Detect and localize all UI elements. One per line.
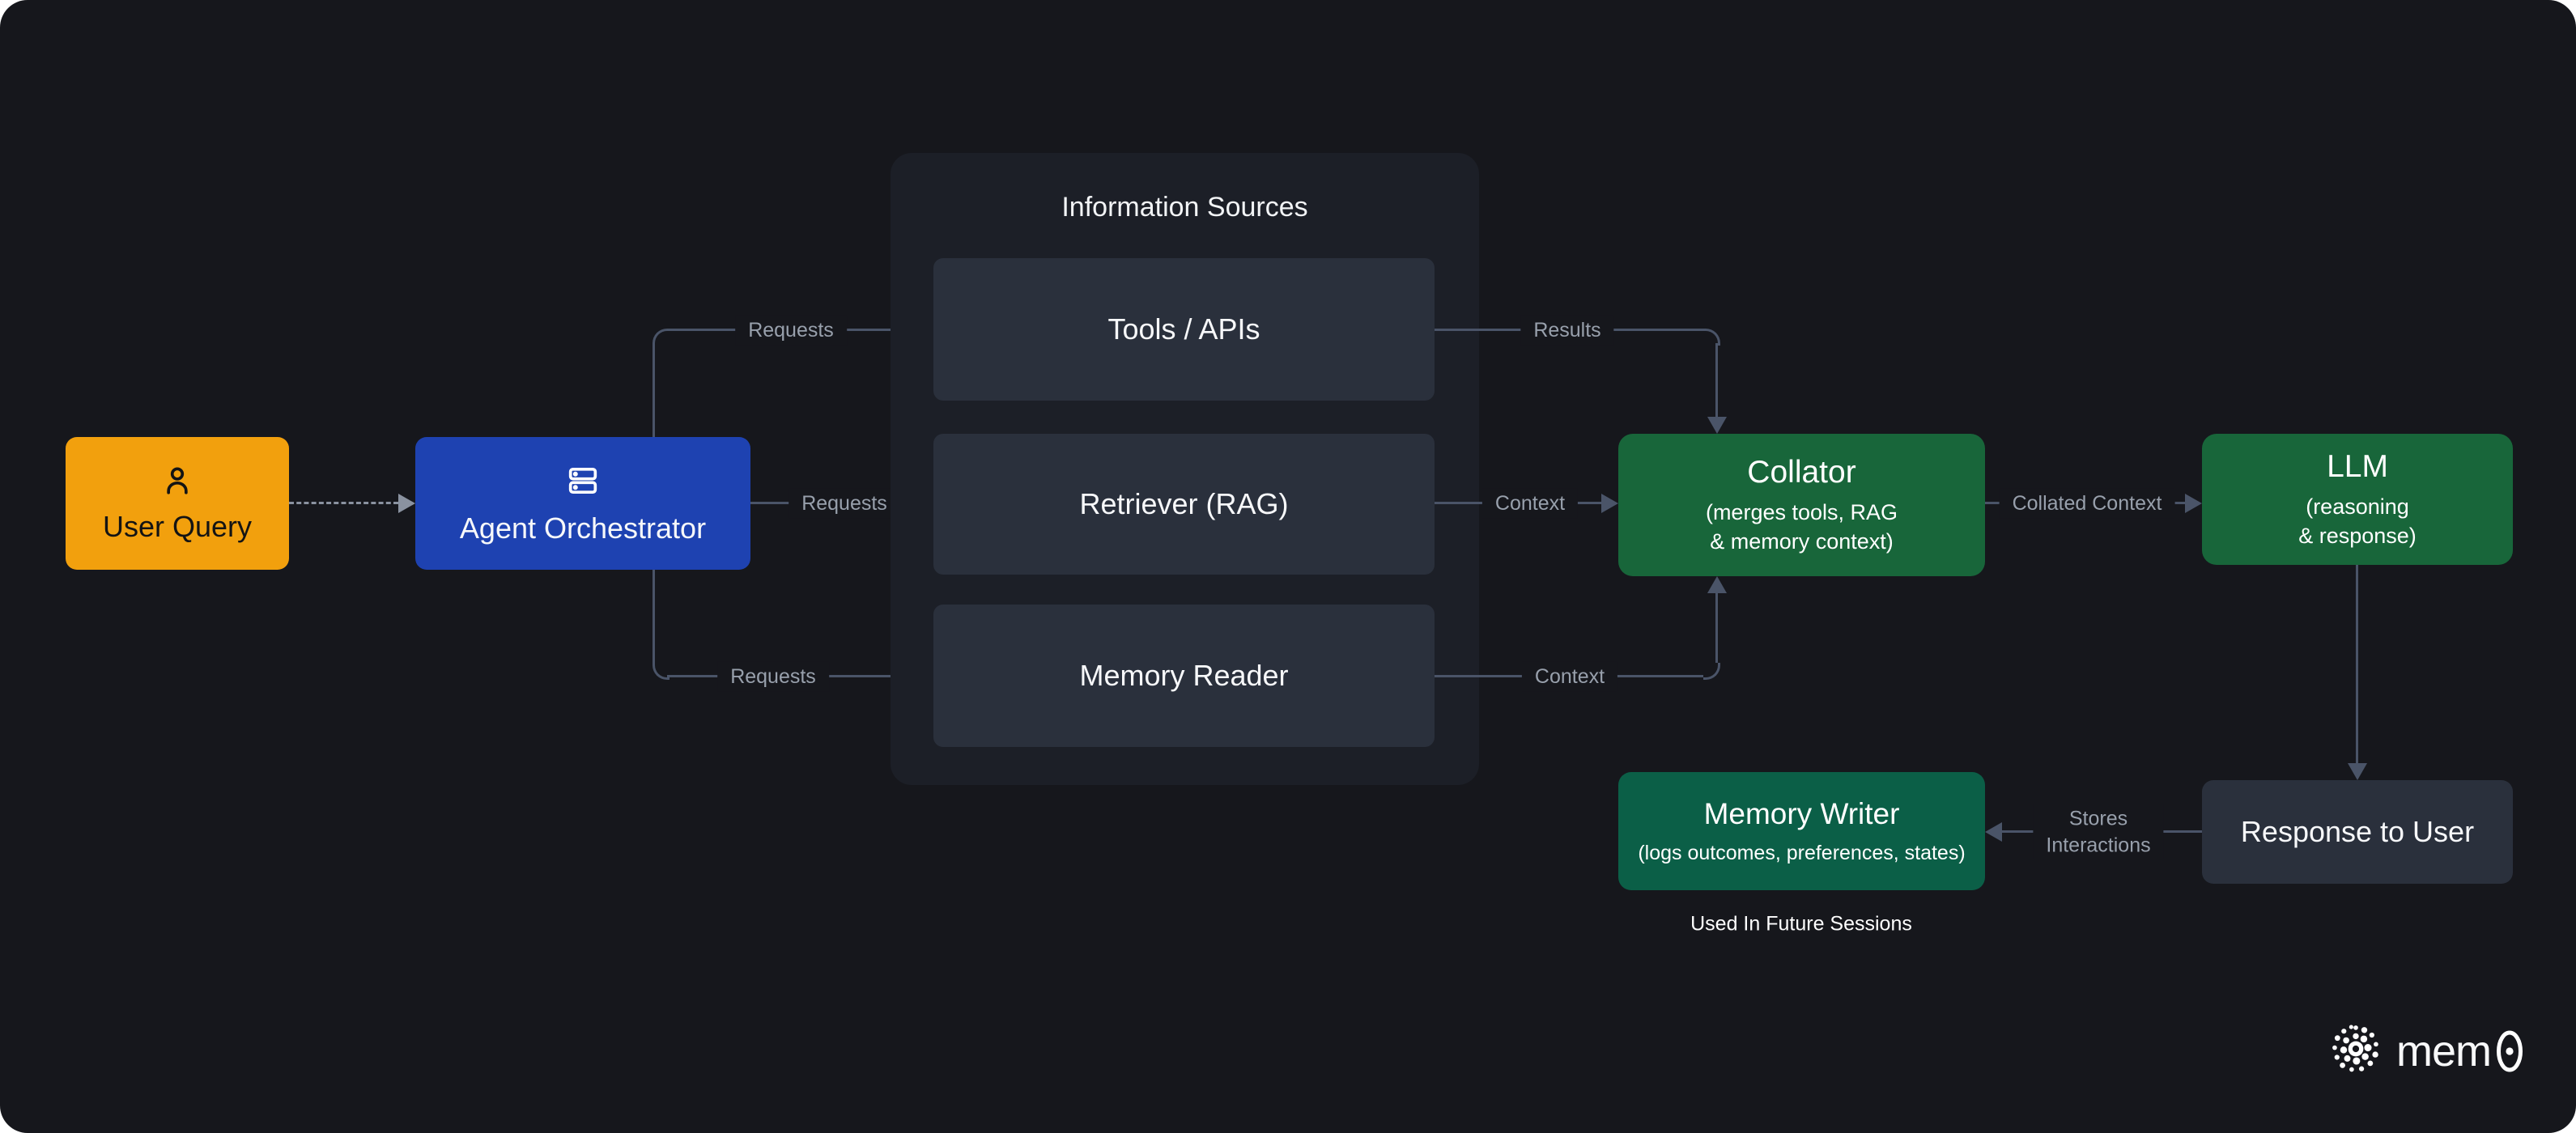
memory-writer-title: Memory Writer xyxy=(1703,796,1900,830)
retriever-rag-label: Retriever (RAG) xyxy=(1079,487,1289,521)
edge-label-context-mid: Context xyxy=(1481,488,1579,519)
user-icon xyxy=(160,464,194,502)
response-to-user-label: Response to User xyxy=(2240,815,2475,849)
collator-subtitle-line2: & memory context) xyxy=(1710,529,1894,554)
edge-context-bottom-elbow xyxy=(1703,663,1720,680)
node-llm: LLM (reasoning & response) xyxy=(2202,434,2513,565)
edge-requests-top-vertical xyxy=(653,343,655,437)
collator-subtitle: (merges tools, RAG & memory context) xyxy=(1706,498,1898,556)
edge-requests-bottom-vertical xyxy=(653,570,655,663)
collator-subtitle-line1: (merges tools, RAG xyxy=(1705,500,1898,525)
node-tools-apis: Tools / APIs xyxy=(933,258,1435,401)
edge-label-results: Results xyxy=(1520,315,1614,346)
node-collator: Collator (merges tools, RAG & memory con… xyxy=(1618,434,1985,576)
edge-context-bottom-arrowhead xyxy=(1707,576,1727,593)
edge-user-to-orchestrator xyxy=(289,502,398,504)
edge-llm-response-arrowhead xyxy=(2348,763,2367,780)
edge-label-requests-mid: Requests xyxy=(789,488,900,519)
mem0-logo: mem xyxy=(2328,1021,2525,1080)
edge-context-mid-arrowhead xyxy=(1601,494,1618,513)
edge-stores-arrowhead xyxy=(1985,822,2002,842)
edge-label-requests-bottom: Requests xyxy=(717,661,829,692)
edge-label-context-bottom: Context xyxy=(1521,661,1618,692)
llm-subtitle-line1: (reasoning xyxy=(2306,494,2409,520)
node-memory-reader: Memory Reader xyxy=(933,605,1435,747)
future-sessions-note: Used In Future Sessions xyxy=(1690,912,1912,936)
llm-subtitle-line2: & response) xyxy=(2298,524,2417,549)
edge-results-arrowhead xyxy=(1707,417,1727,434)
edge-results-vertical xyxy=(1715,343,1718,417)
edge-requests-top-elbow xyxy=(653,329,670,346)
node-user-query: User Query xyxy=(66,437,289,570)
collator-title: Collator xyxy=(1747,454,1856,490)
tools-apis-label: Tools / APIs xyxy=(1107,312,1260,346)
edge-label-stores-interactions: Stores Interactions xyxy=(2033,804,2164,860)
user-query-label: User Query xyxy=(102,509,253,543)
mem0-wordmark-prefix: mem xyxy=(2396,1026,2492,1076)
stores-label-line2: Interactions xyxy=(2046,834,2151,856)
info-sources-panel: Information Sources Tools / APIs Retriev… xyxy=(891,153,1479,785)
memory-writer-subtitle: (logs outcomes, preferences, states) xyxy=(1638,842,1966,865)
node-agent-orchestrator: Agent Orchestrator xyxy=(415,437,750,570)
mem0-logo-icon xyxy=(2328,1021,2383,1080)
llm-title: LLM xyxy=(2327,448,2388,484)
llm-subtitle: (reasoning & response) xyxy=(2298,492,2417,550)
edge-results-elbow xyxy=(1703,329,1720,346)
node-retriever-rag: Retriever (RAG) xyxy=(933,434,1435,575)
node-response-to-user: Response to User xyxy=(2202,780,2513,884)
info-sources-title: Information Sources xyxy=(1061,192,1308,223)
edge-context-bottom-vertical xyxy=(1715,593,1718,663)
edge-requests-bottom-elbow xyxy=(653,663,670,680)
server-stack-icon xyxy=(564,462,601,503)
stores-label-line1: Stores xyxy=(2068,807,2128,830)
agent-orchestrator-label: Agent Orchestrator xyxy=(459,511,707,545)
edge-label-requests-top: Requests xyxy=(735,315,847,346)
node-memory-writer: Memory Writer (logs outcomes, preference… xyxy=(1618,772,1985,890)
mem0-zero-glyph xyxy=(2494,1028,2525,1075)
edge-label-collated-context: Collated Context xyxy=(1999,488,2175,519)
memory-reader-label: Memory Reader xyxy=(1079,659,1289,693)
edge-llm-response-vertical xyxy=(2356,565,2358,763)
edge-user-to-orchestrator-arrowhead xyxy=(398,494,415,513)
edge-collated-context-arrowhead xyxy=(2185,494,2202,513)
